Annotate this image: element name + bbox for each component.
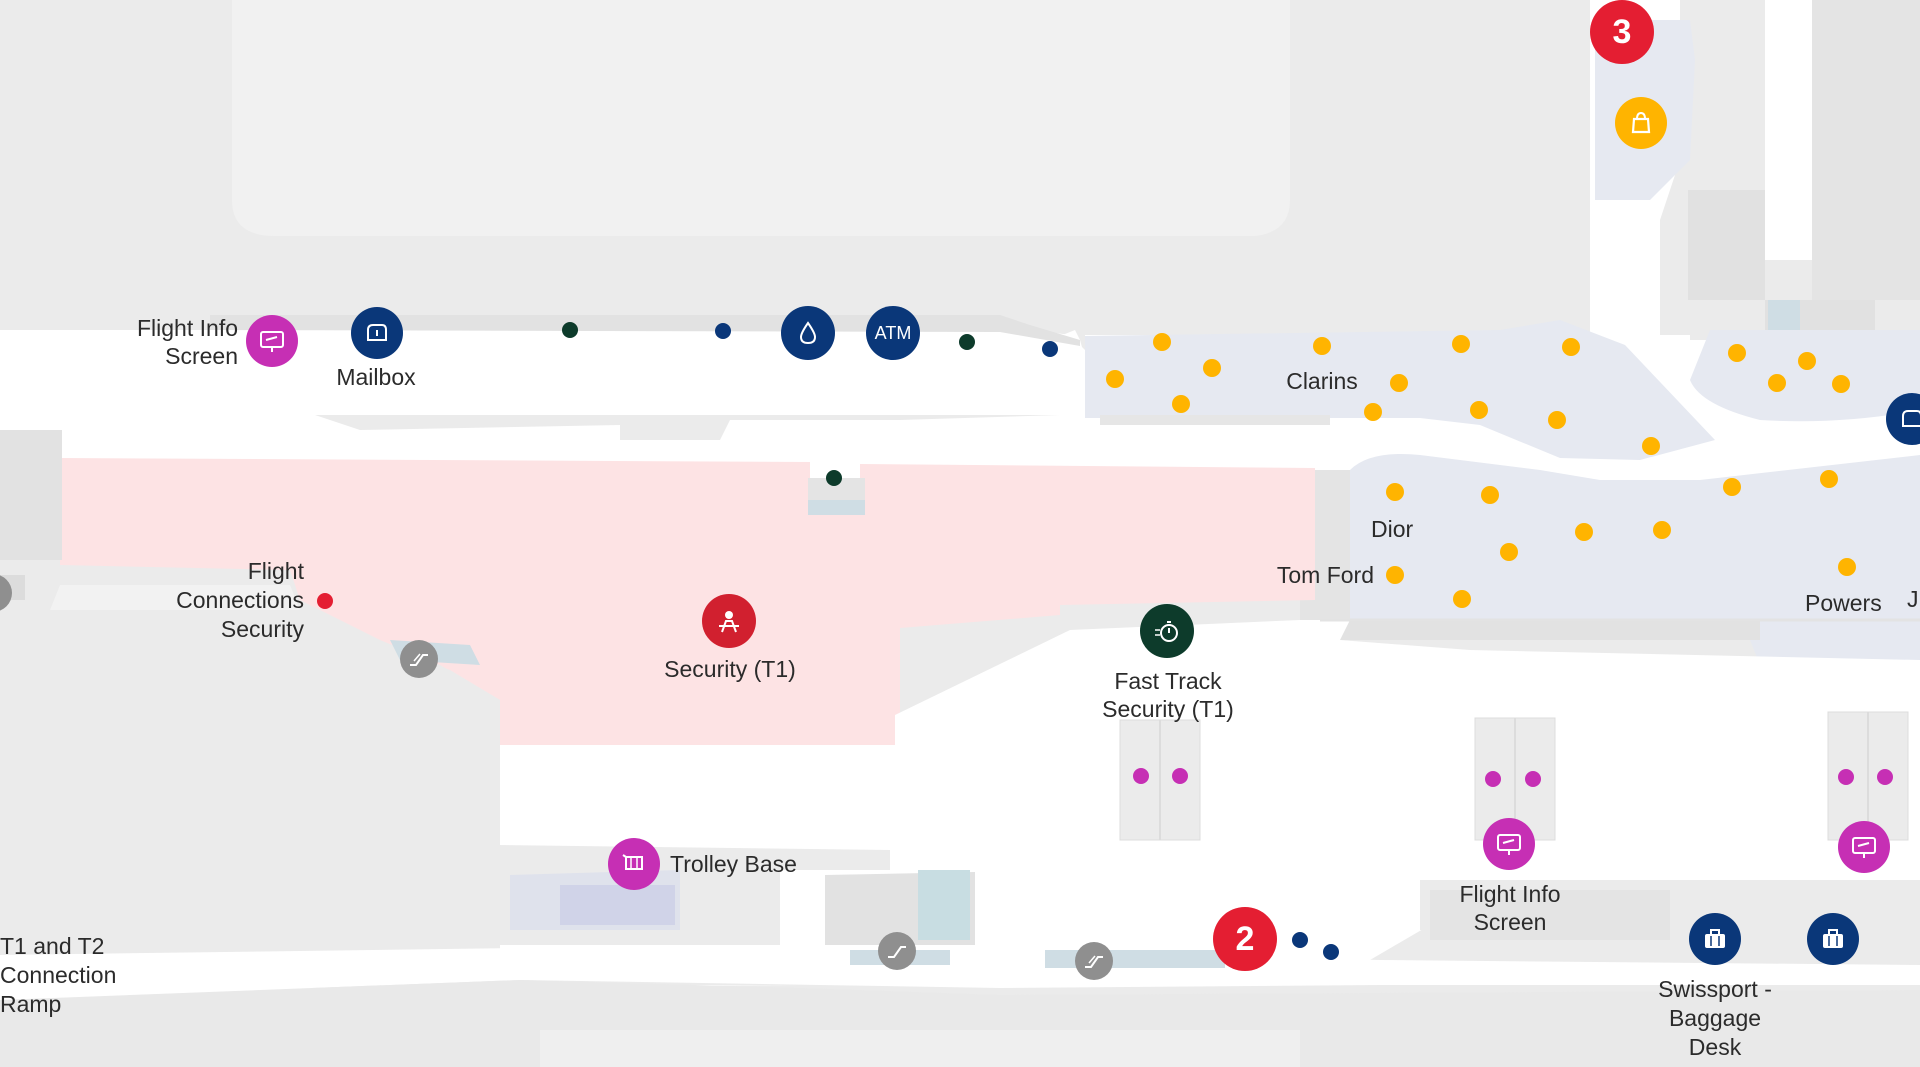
shop-marker[interactable] (1386, 483, 1404, 501)
gate-marker[interactable] (1877, 769, 1893, 785)
mailbox-label: Mailbox (336, 364, 416, 390)
shop-marker[interactable] (1313, 337, 1331, 355)
level-3-badge[interactable]: 3 (1590, 0, 1654, 64)
shop-marker[interactable] (1153, 333, 1171, 351)
tom-ford-label: Tom Ford (1276, 562, 1374, 588)
atm-icon[interactable]: ATM (866, 306, 920, 360)
shop-marker[interactable] (1386, 566, 1404, 584)
shop-marker[interactable] (1723, 478, 1741, 496)
shop-marker[interactable] (1453, 590, 1471, 608)
security-officer-icon[interactable] (702, 594, 756, 648)
flight-info-screen-icon[interactable] (1483, 818, 1535, 870)
shop-marker[interactable] (1832, 375, 1850, 393)
fast-track-security-label: Fast Track Security (T1) (1102, 668, 1234, 722)
flight-connections-security-label: Flight Connections Security (176, 558, 304, 642)
luggage-icon[interactable] (1689, 913, 1741, 965)
water-drop-icon[interactable] (781, 306, 835, 360)
mailbox-icon[interactable] (1886, 393, 1920, 445)
gate-marker[interactable] (1133, 768, 1149, 784)
shop-marker[interactable] (1562, 338, 1580, 356)
shop-marker[interactable] (1452, 335, 1470, 353)
info-point[interactable] (1042, 341, 1058, 357)
info-point[interactable] (715, 323, 731, 339)
shop-marker[interactable] (1728, 344, 1746, 362)
t1-t2-connection-ramp-label: T1 and T2 Connection Ramp (0, 933, 117, 1017)
shop-marker[interactable] (1481, 486, 1499, 504)
shop-marker[interactable] (1575, 523, 1593, 541)
info-point[interactable] (826, 470, 842, 486)
shop-marker[interactable] (1390, 374, 1408, 392)
info-point[interactable] (1292, 932, 1308, 948)
stopwatch-icon[interactable] (1140, 604, 1194, 658)
clarins-label: Clarins (1286, 368, 1358, 394)
security-t1-label: Security (T1) (664, 656, 796, 682)
dior-label: Dior (1371, 516, 1414, 542)
shop-marker[interactable] (1820, 470, 1838, 488)
shopping-bag-icon[interactable] (1615, 97, 1667, 149)
flight-info-screen-label: Flight Info Screen (1459, 881, 1561, 935)
gate-marker[interactable] (1838, 769, 1854, 785)
shop-marker[interactable] (1106, 370, 1124, 388)
flight-info-screen-icon[interactable] (246, 315, 298, 367)
flight-info-screen-icon[interactable] (1838, 821, 1890, 873)
trolley-icon[interactable] (608, 838, 660, 890)
shop-marker[interactable] (1798, 352, 1816, 370)
shop-marker[interactable] (1172, 395, 1190, 413)
gate-marker[interactable] (1485, 771, 1501, 787)
shop-marker[interactable] (1500, 543, 1518, 561)
escalator-icon[interactable] (1075, 942, 1113, 980)
level-2-badge[interactable]: 2 (1213, 907, 1277, 971)
info-point[interactable] (959, 334, 975, 350)
escalator-icon[interactable] (878, 932, 916, 970)
shop-marker[interactable] (1653, 521, 1671, 539)
gate-marker[interactable] (1172, 768, 1188, 784)
partial-shop-label: J (1907, 586, 1919, 612)
gate-marker[interactable] (1525, 771, 1541, 787)
shop-marker[interactable] (1470, 401, 1488, 419)
shop-marker[interactable] (1768, 374, 1786, 392)
flight-info-screen-label: Flight Info Screen (137, 315, 238, 369)
info-point[interactable] (1323, 944, 1339, 960)
security-point[interactable] (317, 593, 333, 609)
shop-marker[interactable] (1364, 403, 1382, 421)
shop-marker[interactable] (1203, 359, 1221, 377)
powers-label: Powers (1805, 590, 1882, 616)
shop-marker[interactable] (1838, 558, 1856, 576)
swissport-baggage-desk-label: Swissport - Baggage Desk (1658, 976, 1772, 1060)
shop-marker[interactable] (1548, 411, 1566, 429)
mailbox-icon[interactable] (351, 307, 403, 359)
atm-label: ATM (874, 322, 912, 343)
info-point[interactable] (562, 322, 578, 338)
luggage-icon[interactable] (1807, 913, 1859, 965)
escalator-icon[interactable] (0, 574, 12, 612)
trolley-base-label: Trolley Base (670, 851, 797, 877)
shop-marker[interactable] (1642, 437, 1660, 455)
escalator-icon[interactable] (400, 640, 438, 678)
